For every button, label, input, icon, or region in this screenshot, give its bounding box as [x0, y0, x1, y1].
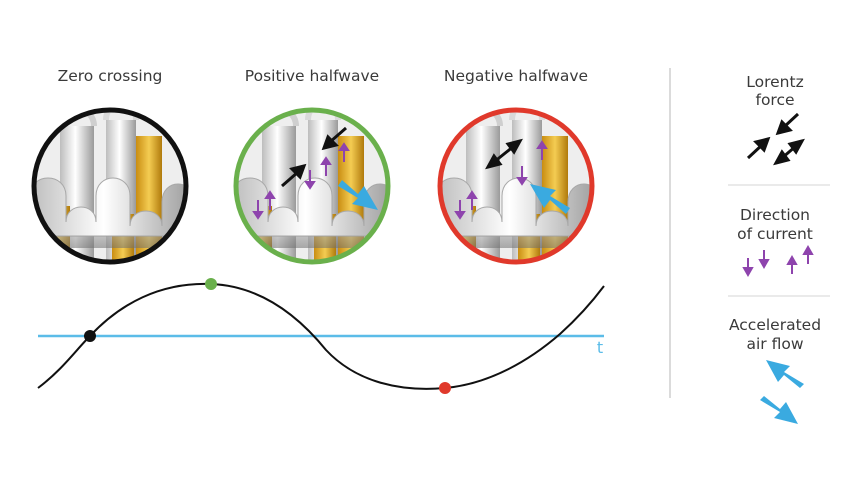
- air-flow-arrow-icon: [530, 184, 570, 214]
- lorentz-force-arrow-icon: [485, 138, 523, 170]
- current-direction-arrow-icon: [252, 142, 350, 220]
- zero-crossing-ring: [31, 107, 189, 265]
- current-label-line2: of current: [737, 225, 813, 243]
- positive-halfwave-title: Positive halfwave: [244, 67, 380, 85]
- positive-peak-marker: [205, 278, 217, 290]
- negative-halfwave-panel: [437, 107, 595, 265]
- lorentz-label-line1: Lorentz: [746, 73, 804, 91]
- zero-crossing-title: Zero crossing: [57, 67, 163, 85]
- airflow-label-line1: Accelerated: [728, 316, 822, 334]
- airflow-label-line2: air flow: [746, 335, 804, 353]
- current-label-line1: Direction: [739, 206, 811, 224]
- lorentz-force-arrow-icon: [746, 112, 805, 166]
- current-direction-arrow-icon: [742, 244, 814, 278]
- positive-halfwave-ring: [233, 107, 391, 265]
- current-direction-arrow-icon: [454, 140, 548, 220]
- negative-peak-marker: [439, 382, 451, 394]
- positive-halfwave-panel: [233, 107, 391, 265]
- air-flow-arrow-icon: [760, 360, 804, 424]
- waveform: [37, 278, 605, 394]
- negative-halfwave-ring: [437, 107, 595, 265]
- lorentz-force-arrow-icon: [281, 126, 347, 188]
- negative-halfwave-title: Negative halfwave: [443, 67, 589, 85]
- air-flow-arrow-icon: [338, 180, 378, 210]
- sine-curve: [37, 282, 605, 390]
- zero-crossing-marker: [84, 330, 96, 342]
- time-axis-label: t: [596, 338, 604, 357]
- zero-crossing-panel: [31, 107, 189, 265]
- lorentz-label-line2: force: [755, 91, 795, 109]
